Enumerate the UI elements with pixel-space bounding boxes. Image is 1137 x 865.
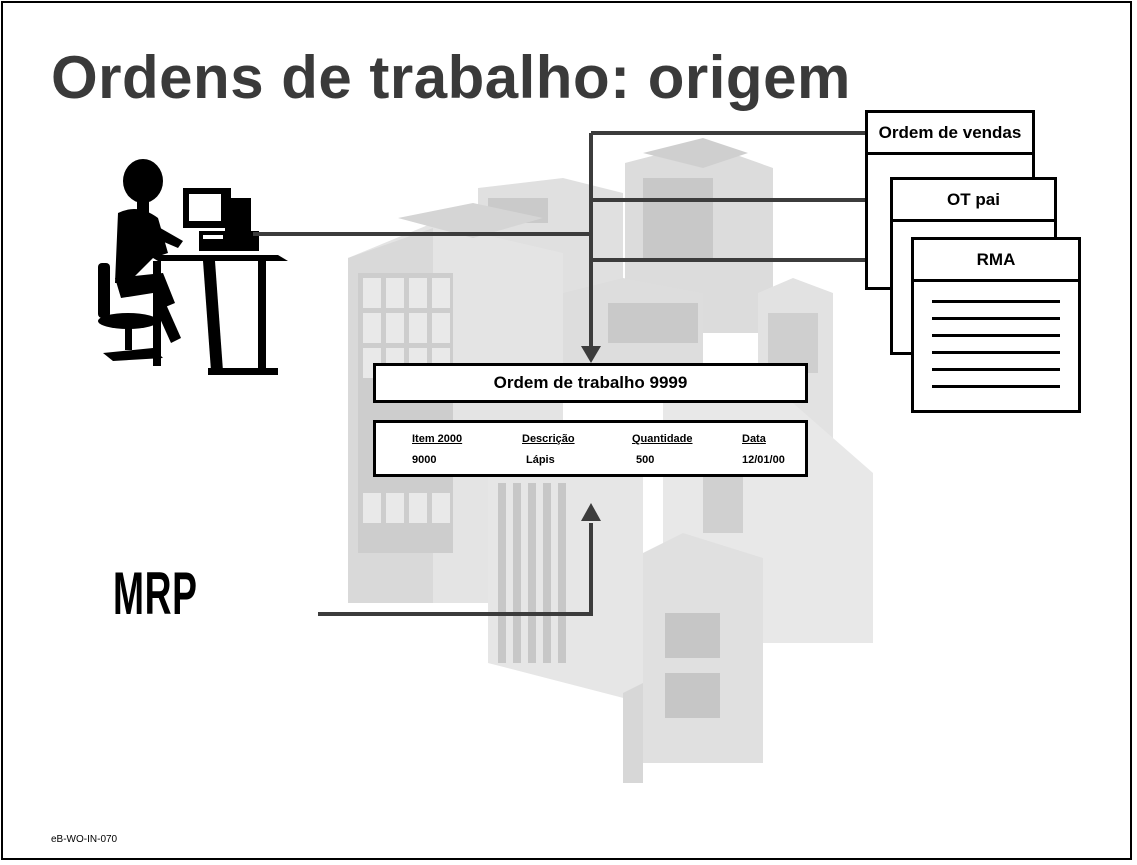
footer-code: eB-WO-IN-070 [51, 834, 118, 845]
rma-document: RMA [911, 237, 1081, 413]
connector-lines [253, 131, 911, 616]
cell-quantity: 500 [636, 454, 655, 466]
person-at-computer-icon [98, 159, 288, 375]
rma-label: RMA [914, 240, 1078, 282]
parent-wo-label: OT pai [893, 180, 1054, 222]
header-item: Item 2000 [412, 433, 463, 445]
arrow-up-icon [581, 503, 601, 521]
header-date: Data [742, 433, 766, 445]
slide-title: Ordens de trabalho: origem [51, 44, 851, 111]
cell-date: 12/01/00 [742, 454, 785, 466]
work-order-title: Ordem de trabalho 9999 [373, 363, 808, 403]
mrp-label: MRP [113, 560, 198, 627]
cell-item: 9000 [412, 454, 437, 466]
city-buildings-icon [348, 138, 873, 783]
sales-order-label: Ordem de vendas [868, 113, 1032, 155]
work-order-table: Item 2000 Descrição Quantidade Data 9000… [373, 420, 808, 477]
header-description: Descrição [522, 433, 575, 445]
document-lines [932, 300, 1060, 402]
cell-description: Lápis [526, 454, 555, 466]
header-quantity: Quantidade [632, 433, 693, 445]
arrow-down-icon [581, 346, 601, 363]
diagram-canvas [98, 131, 911, 783]
